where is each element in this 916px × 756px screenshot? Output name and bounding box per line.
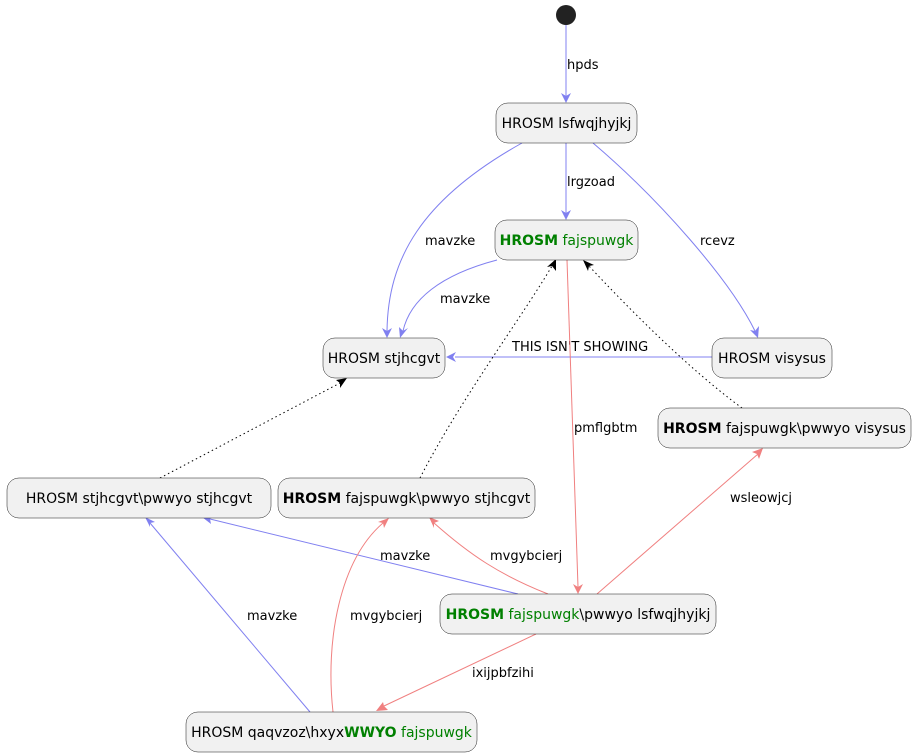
edge-lsf-stj (386, 142, 523, 332)
arrowhead (382, 328, 392, 338)
edge-label-fpl-sps: mavzke (380, 549, 430, 564)
arrowhead (561, 93, 571, 103)
arrowhead (573, 584, 583, 594)
node-label: HROSM visysus (718, 351, 826, 367)
edge-label-vis-stj: THIS ISN'T SHOWING (511, 340, 648, 355)
node-label-part: WWYO (344, 725, 397, 741)
edge-faj-stj (402, 259, 498, 332)
edge-fpl-qaq (383, 633, 537, 707)
arrowhead (752, 448, 763, 459)
state-node-stjhcgvt[interactable]: HROSM stjhcgvt (322, 337, 446, 379)
arrowhead (750, 326, 759, 338)
arrowhead (446, 352, 456, 362)
arrowhead (145, 517, 155, 527)
node-label-part: HROSM (283, 491, 341, 507)
edge-label-fpl-fps: mvgybcierj (490, 549, 562, 564)
node-label: HROSM fajspuwgk (500, 233, 635, 249)
node-label-part: HROSM (446, 607, 504, 623)
arrowhead (429, 517, 439, 528)
node-label-part: fajspuwgk\pwwyo stjhcgvt (341, 491, 531, 507)
edge-label-fpl-qaq: ixijpbfzihi (472, 666, 534, 681)
edge-fpl-fps (433, 522, 549, 595)
edge-lsf-vis (592, 142, 756, 332)
edge-label-lsf-faj: lrgzoad (567, 175, 615, 190)
state-node-fajspuwgk[interactable]: HROSM fajspuwgk (494, 219, 639, 261)
edge-label-lsf-vis: rcevz (700, 234, 735, 249)
node-label-part: fajspuwgk (558, 233, 634, 249)
arrowhead (583, 260, 594, 271)
arrowhead (336, 378, 347, 388)
node-label: HROSM fajspuwgk\pwwyo visysus (663, 421, 906, 437)
state-node-fajspuwgk-pwwyo-stjhcgvt[interactable]: HROSM fajspuwgk\pwwyo stjhcgvt (277, 477, 536, 519)
node-label-part: HROSM (500, 233, 558, 249)
edge-label-faj-fpl: pmflgbtm (574, 421, 637, 436)
edge-fpl-fpv (596, 453, 759, 595)
arrowhead (399, 327, 408, 338)
edge-label-lsf-stj: mavzke (425, 234, 475, 249)
edge-label-start-lsf: hpds (567, 58, 599, 73)
arrowhead (561, 210, 571, 220)
arrowhead (376, 702, 388, 711)
node-label-part: fajspuwgk\pwwyo visysus (722, 421, 906, 437)
node-label-part: HROSM lsfwqjhyjkj (502, 116, 632, 132)
edge-qaq-fps (330, 522, 384, 713)
arrowhead (547, 259, 556, 271)
state-node-fajspuwgk-pwwyo-visysus[interactable]: HROSM fajspuwgk\pwwyo visysus (657, 407, 912, 449)
arrowhead (378, 518, 389, 528)
edge-label-fpl-fpv: wsleowjcj (730, 491, 792, 506)
node-label: HROSM fajspuwgk\pwwyo stjhcgvt (283, 491, 531, 507)
edge-qaq-sps (149, 522, 311, 713)
edge-dotted-sps-stj (159, 382, 341, 479)
edge-dotted-fpv-faj (588, 265, 743, 409)
edge-label-faj-stj: mavzke (440, 292, 490, 307)
edge-label-qaq-fps: mvgybcierj (350, 609, 422, 624)
edge-fpl-sps (209, 518, 519, 595)
node-label-part: fajspuwgk (504, 607, 580, 623)
node-label: HROSM lsfwqjhyjkj (502, 116, 632, 132)
state-node-fajspuwgk-pwwyo-lsfwqjhyjkj[interactable]: HROSM fajspuwgk\pwwyo lsfwqjhyjkj (439, 593, 717, 635)
node-label-part: HROSM visysus (718, 351, 826, 367)
edge-faj-fpl (566, 259, 579, 588)
node-label: HROSM qaqvzoz\hxyxWWYO fajspuwgk (191, 725, 473, 741)
node-label: HROSM fajspuwgk\pwwyo lsfwqjhyjkj (446, 607, 711, 623)
node-label-part: fajspuwgk (397, 725, 473, 741)
node-label-part: HROSM (663, 421, 721, 437)
state-node-lsfwqjhyjkj[interactable]: HROSM lsfwqjhyjkj (495, 102, 638, 144)
state-node-visysus[interactable]: HROSM visysus (711, 337, 833, 379)
start-node (556, 5, 576, 25)
state-node-stjhcgvt-pwwyo-stjhcgvt[interactable]: HROSM stjhcgvt\pwwyo stjhcgvt (6, 477, 272, 519)
edge-label-qaq-sps: mavzke (247, 609, 297, 624)
node-label-part: HROSM stjhcgvt\pwwyo stjhcgvt (26, 491, 253, 507)
node-label: HROSM stjhcgvt (328, 351, 441, 367)
node-label-part: \pwwyo lsfwqjhyjkj (579, 607, 710, 623)
node-label-part: HROSM stjhcgvt (328, 351, 441, 367)
node-label: HROSM stjhcgvt\pwwyo stjhcgvt (26, 491, 253, 507)
node-label-part: HROSM qaqvzoz\hxyx (191, 725, 344, 741)
state-node-qaqvzoz-hxyx-wwyo-fajspuwgk[interactable]: HROSM qaqvzoz\hxyxWWYO fajspuwgk (185, 711, 478, 753)
